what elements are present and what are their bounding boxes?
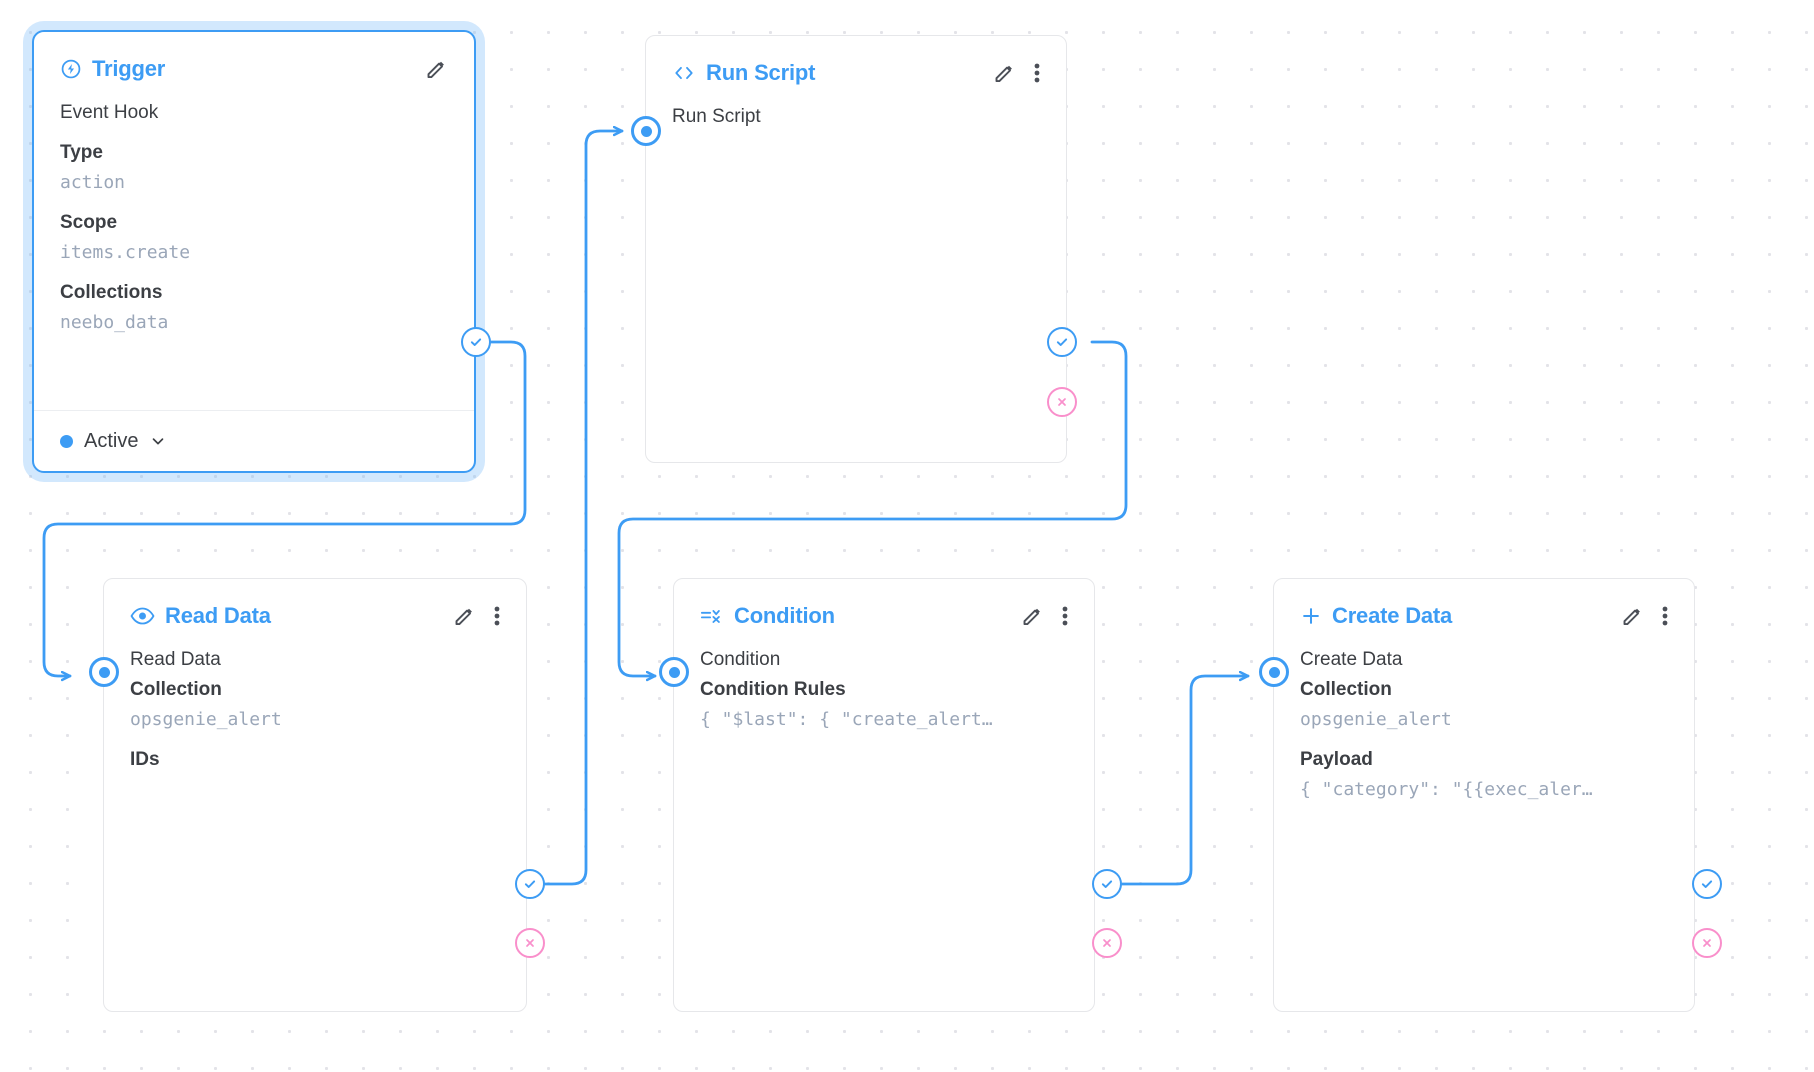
status-label: Active [84,429,139,452]
field-label-event-hook: Event Hook [60,102,159,123]
field-value-collection: opsgenie_alert [130,709,282,730]
chevron-down-icon[interactable] [149,432,167,450]
node-header-actions[interactable] [452,604,500,628]
field-value-collection: opsgenie_alert [1300,709,1452,730]
code-brackets-icon [672,63,696,83]
more-options-icon[interactable] [1062,604,1068,628]
field-value-scope: items.create [60,242,191,263]
node-header-actions[interactable] [1620,604,1668,628]
field-label-condition-rules: Condition Rules [700,679,846,700]
edit-icon[interactable] [1620,604,1644,628]
run-script-error-port[interactable] [1047,387,1077,417]
node-header-actions[interactable] [424,57,448,81]
node-title: Run Script [706,60,816,85]
trigger-status-bar[interactable]: Active [34,410,474,471]
status-dot-icon [60,434,73,448]
field-label-collections: Collections [60,282,163,303]
node-title-row: Read Data [130,603,271,629]
node-header: Read Data [130,601,500,631]
condition-error-port[interactable] [1092,928,1122,958]
eye-icon [130,607,155,625]
node-inline-label: Create Data [1300,649,1403,670]
node-title: Trigger [92,56,166,81]
edit-icon[interactable] [992,61,1016,85]
node-title-row: Run Script [672,60,815,86]
condition-input-port[interactable] [659,657,689,687]
node-inline-label: Read Data [130,649,221,670]
node-inline-label: Run Script [672,106,761,127]
node-header-actions[interactable] [1020,604,1068,628]
create-data-input-port[interactable] [1259,657,1289,687]
field-label-scope: Scope [60,212,118,233]
more-options-icon[interactable] [1662,604,1668,628]
plus-icon [1300,605,1322,627]
node-header: Run Script [672,58,1040,88]
node-body: Event Hook Type action Scope items.creat… [60,98,448,338]
read-data-error-port[interactable] [515,928,545,958]
field-label-collection: Collection [130,679,222,700]
create-data-success-port[interactable] [1692,869,1722,899]
node-title-row: Condition [700,603,835,629]
field-value-payload: { "category": "{{exec_aler… [1300,779,1593,800]
read-data-input-port[interactable] [89,657,119,687]
read-data-success-port[interactable] [515,869,545,899]
field-label-ids: IDs [130,749,160,770]
filter-condition-icon [700,606,724,626]
node-title: Condition [734,603,835,628]
field-value-condition-rules: { "$last": { "create_alert… [700,709,993,730]
node-condition[interactable]: Condition Conditio [673,578,1095,1012]
node-body: Read Data Collection opsgenie_alert IDs [130,645,500,775]
run-script-input-port[interactable] [631,116,661,146]
node-trigger[interactable]: Trigger Event Hook Type action Scope ite… [32,30,476,473]
node-header: Trigger [60,54,448,84]
condition-success-port[interactable] [1092,869,1122,899]
node-read-data[interactable]: Read Data Read Dat [103,578,527,1012]
node-title-row: Create Data [1300,603,1452,629]
node-header: Create Data [1300,601,1668,631]
field-value-collections: neebo_data [60,312,169,333]
field-label-collection: Collection [1300,679,1392,700]
node-title-row: Trigger [60,56,165,82]
node-create-data[interactable]: Create Data Create [1273,578,1695,1012]
node-body: Create Data Collection opsgenie_alert Pa… [1300,645,1668,805]
more-options-icon[interactable] [494,604,500,628]
edit-icon[interactable] [452,604,476,628]
edit-icon[interactable] [1020,604,1044,628]
node-run-script[interactable]: Run Script Run Script [645,35,1067,463]
more-options-icon[interactable] [1034,61,1040,85]
edit-icon[interactable] [424,57,448,81]
run-script-success-port[interactable] [1047,327,1077,357]
node-title: Create Data [1332,603,1453,628]
field-label-type: Type [60,142,103,163]
node-header-actions[interactable] [992,61,1040,85]
field-value-type: action [60,172,126,193]
node-header: Condition [700,601,1068,631]
node-title: Read Data [165,603,271,628]
node-inline-label: Condition [700,649,781,670]
trigger-success-port[interactable] [461,327,491,357]
lightning-circle-icon [60,58,82,80]
node-body: Condition Condition Rules { "$last": { "… [700,645,1068,735]
field-label-payload: Payload [1300,749,1373,770]
create-data-error-port[interactable] [1692,928,1722,958]
